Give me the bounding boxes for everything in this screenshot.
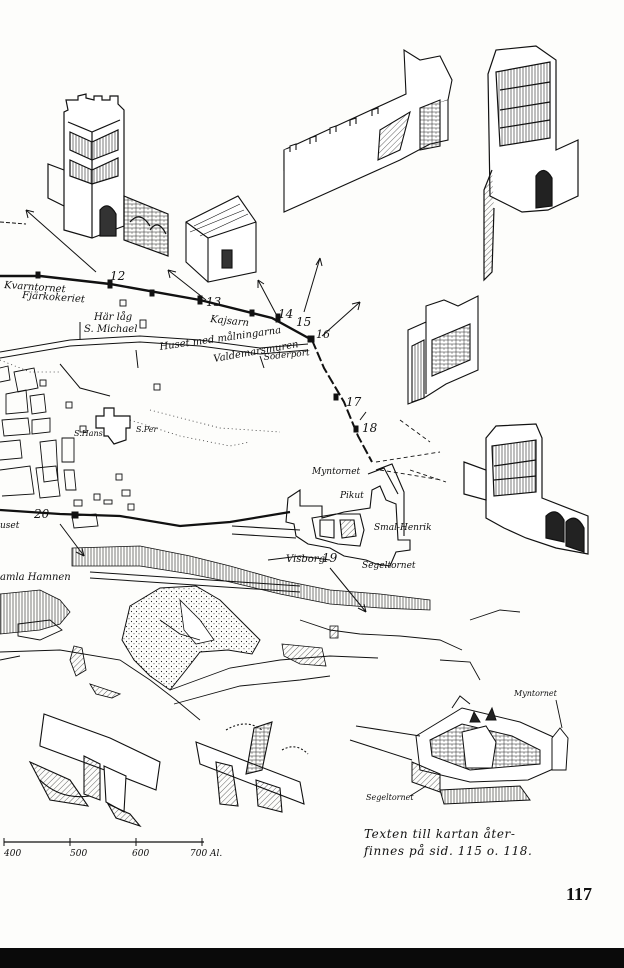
label-s-per: S.Per	[136, 425, 158, 434]
label-num-18: 18	[362, 421, 378, 435]
scale-label-500: 500	[70, 849, 87, 859]
label-smal-henrik: Smal-Henrik	[374, 523, 432, 533]
streets	[0, 322, 309, 397]
s-hans-church	[95, 407, 131, 445]
city-wall-line	[0, 271, 373, 528]
label-kajsarn: Kajsarn	[209, 314, 250, 329]
scale-label-700: 700 Al.	[190, 849, 222, 859]
inset-arrow-myntornet	[555, 699, 563, 729]
wall-sketch-15	[283, 48, 453, 213]
label-num-14: 14	[278, 307, 293, 321]
label-kvarntornet: Kvarntornet	[3, 280, 67, 295]
small-tower-remains	[329, 625, 339, 639]
label-amla-hamnen: amla Hamnen	[0, 572, 71, 583]
label-inset-myntornet: Myntornet	[513, 689, 558, 698]
scan-bottom-edge	[0, 948, 624, 968]
scale-label-400: 400	[3, 849, 21, 859]
visborg-castle-plan	[231, 463, 411, 567]
scale-bar: 400 500 600 700 Al.	[3, 838, 222, 859]
label-pikut: Pikut	[339, 491, 364, 501]
label-num-19: 19	[322, 551, 338, 565]
label-num-16: 16	[316, 328, 330, 341]
label-har-lag: Här låg	[93, 311, 132, 323]
label-inset-segeltornet: Segeltornet	[366, 793, 414, 802]
rampart-band	[89, 571, 301, 593]
label-s-hans: S.Hans	[74, 429, 103, 438]
shore-lines	[0, 609, 521, 721]
basin-inner	[179, 598, 215, 645]
cliff-band-left	[0, 589, 71, 635]
label-myntornet: Myntornet	[311, 467, 361, 477]
wall-ruin-sketch-bottom-middle	[195, 721, 309, 813]
map-caption: Texten till kartan åter- finnes på sid. …	[364, 826, 564, 860]
wall-remains	[281, 643, 327, 667]
tower-sketch-12	[47, 93, 169, 257]
label-uset: uset	[0, 521, 20, 531]
label-num-17: 17	[346, 395, 362, 409]
dashed-lines-18	[375, 419, 447, 483]
old-town-blocks	[0, 299, 161, 529]
dashed-boundary	[0, 221, 27, 225]
page-number: 117	[566, 884, 593, 904]
dotted-paths	[0, 359, 281, 447]
label-num-15: 15	[296, 315, 311, 329]
scale-label-600: 600	[132, 849, 149, 859]
cliff-band	[71, 545, 431, 611]
label-fjarkokeriet: Fjärkokeriet	[21, 290, 86, 305]
historical-map: Kvarntornet Fjärkokeriet 12 13 Kajsarn 1…	[0, 45, 589, 859]
tower-sketch-16	[483, 45, 579, 282]
inset-arrow-segeltornet	[409, 785, 427, 797]
visborg-inset-sketch	[349, 695, 569, 805]
label-num-20: 20	[33, 507, 50, 521]
label-s-michael: S. Michael	[84, 324, 137, 335]
label-num-12: 12	[110, 269, 125, 283]
label-visborg: Visborg	[286, 554, 325, 565]
tower-sketch-17	[407, 295, 479, 405]
sketch-arrows	[25, 209, 367, 613]
caption-line-1: Texten till kartan åter-	[364, 827, 516, 841]
tower-sketch-18	[463, 423, 589, 555]
gate-sketch-bottom-left	[28, 713, 161, 828]
label-num-13: 13	[206, 295, 222, 309]
label-segeltornet: Segeltornet	[362, 561, 416, 571]
chapel-sketch-13	[185, 195, 257, 283]
label-soderport: Söderport	[263, 348, 310, 363]
caption-line-2: finnes på sid. 115 o. 118.	[364, 844, 533, 858]
